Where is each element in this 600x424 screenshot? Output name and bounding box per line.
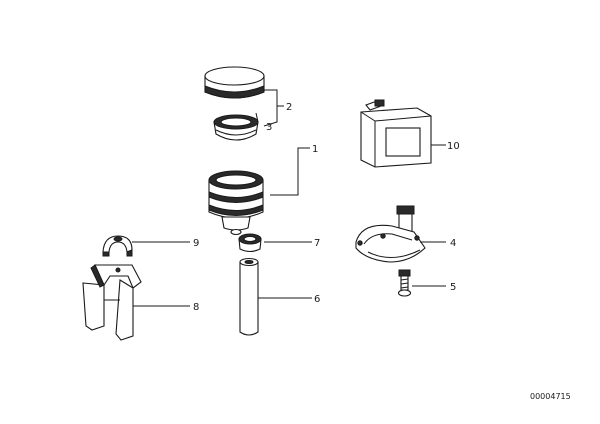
callout-2: 2 [286,102,292,113]
diagram-reference-number: 00004715 [530,392,571,401]
screw-part [397,269,412,297]
fluid-can-part [360,99,432,168]
callout-8: 8 [193,302,199,313]
hose-part [239,257,259,336]
clip-part [102,235,133,257]
callout-1: 1 [312,144,318,155]
cap-part [204,66,265,99]
holder-part [82,264,142,341]
callout-10: 10 [447,141,460,152]
grommet-part [238,233,262,253]
callout-6: 6 [314,294,320,305]
callout-9: 9 [193,238,199,249]
leader-lines [132,89,446,307]
reservoir-body-part [208,170,264,236]
callout-4: 4 [450,238,456,249]
bracket-part [355,205,426,263]
seal-ring-part [213,114,259,141]
callout-7: 7 [314,238,320,249]
callout-5: 5 [450,282,456,293]
callout-3: 3 [266,122,272,133]
